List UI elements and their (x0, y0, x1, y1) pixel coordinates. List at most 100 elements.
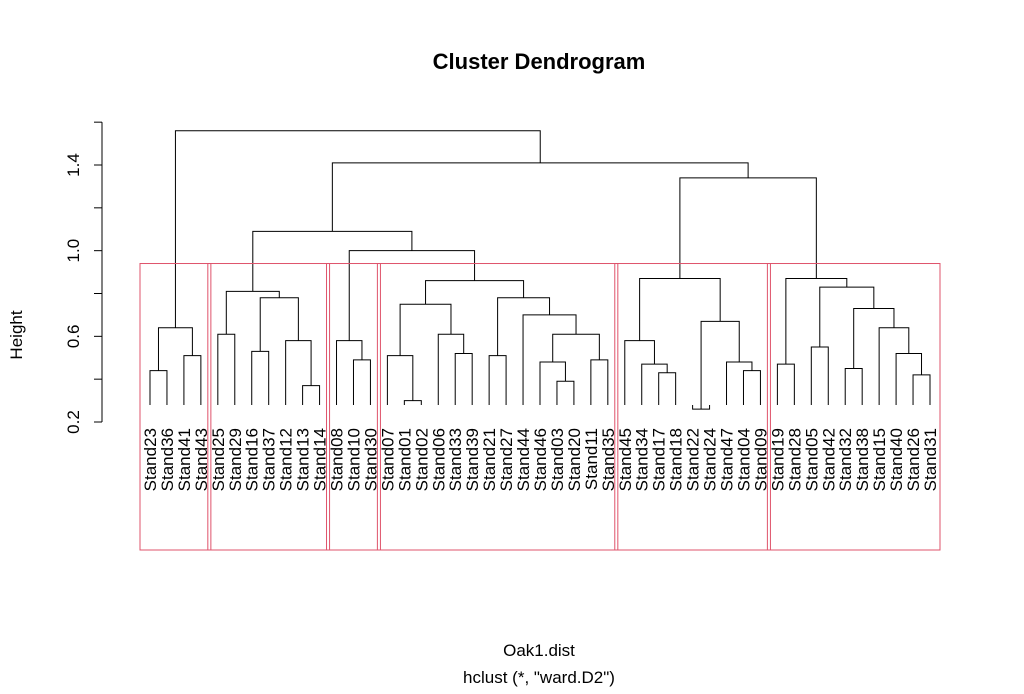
leaf-label: Stand38 (853, 428, 872, 491)
leaf-label: Stand04 (734, 428, 753, 491)
dendrogram-branch (488, 355, 507, 405)
dendrogram-branch (853, 307, 895, 369)
dendrogram-branch (776, 363, 795, 405)
leaf-label: Stand21 (480, 428, 499, 491)
y-tick-label: 0.6 (64, 325, 83, 349)
dendrogram-branch (174, 130, 541, 328)
dendrogram-branch (895, 352, 923, 405)
y-axis: 0.2 0.6 1.0 1.4 (64, 121, 103, 434)
dendrogram-branch (386, 355, 414, 405)
leaf-label: Stand18 (667, 428, 686, 491)
chart-title: Cluster Dendrogram (433, 49, 646, 74)
leaf-label: Stand30 (361, 428, 380, 491)
cluster-rectangles (139, 263, 941, 551)
leaf-label: Stand03 (548, 428, 567, 491)
cluster-rectangle (766, 263, 941, 551)
dendrogram-branch (454, 352, 473, 405)
dendrogram-branch (285, 340, 312, 405)
dendrogram-branch (639, 278, 721, 341)
cluster-rectangle (376, 263, 619, 551)
dendrogram-branch (302, 385, 321, 405)
dendrogram-branch (252, 230, 413, 292)
dendrogram-branch (522, 314, 577, 405)
leaf-label: Stand27 (497, 428, 516, 491)
leaf-label: Stand13 (294, 428, 313, 491)
dendrogram-branch (149, 370, 168, 405)
dendrogram-branch (403, 400, 422, 405)
dendrogram-branch (352, 359, 371, 405)
leaf-label: Stand43 (192, 428, 211, 491)
dendrogram-branch (437, 333, 465, 405)
dendrogram-branch (157, 327, 193, 371)
leaf-label: Stand20 (565, 428, 584, 491)
x-axis-title: Oak1.dist (503, 641, 575, 660)
y-tick-label: 1.4 (64, 153, 83, 177)
leaf-label: Stand19 (768, 428, 787, 491)
leaf-label: Stand46 (531, 428, 550, 491)
leaf-label: Stand23 (141, 428, 160, 491)
leaf-label: Stand36 (158, 428, 177, 491)
leaf-label: Stand32 (836, 428, 855, 491)
leaf-label: Stand24 (701, 428, 720, 491)
leaf-label: Stand05 (802, 428, 821, 491)
cluster-rectangle (139, 263, 212, 551)
leaf-label: Stand29 (226, 428, 245, 491)
leaf-label: Stand35 (599, 428, 618, 491)
leaf-label: Stand45 (616, 428, 635, 491)
dendrogram-branch (742, 370, 761, 405)
leaf-label: Stand09 (751, 428, 770, 491)
dendrogram-branch (539, 361, 566, 405)
leaf-label: Stand44 (514, 428, 533, 491)
dendrogram-branch (336, 340, 363, 405)
leaf-label: Stand22 (684, 428, 703, 491)
leaf-label: Stand06 (429, 428, 448, 491)
y-axis-title: Height (7, 310, 26, 359)
dendrogram-branch (425, 280, 525, 305)
dendrogram-branch (726, 361, 753, 405)
dendrogram-branch (810, 346, 829, 405)
leaf-label: Stand12 (277, 428, 296, 491)
leaf-label: Stand42 (819, 428, 838, 491)
dendrogram-branch (399, 303, 452, 356)
leaf-label: Stand26 (904, 428, 923, 491)
y-tick-label: 1.0 (64, 239, 83, 263)
leaf-label: Stand37 (260, 428, 279, 491)
chart-subtitle: hclust (*, "ward.D2") (463, 668, 615, 687)
dendrogram-branch (878, 327, 910, 405)
dendrogram-branch (819, 286, 875, 348)
leaf-label: Stand14 (311, 428, 330, 491)
y-tick-label: 0.2 (64, 410, 83, 434)
leaf-labels: Stand23Stand36Stand41Stand43Stand25Stand… (141, 428, 940, 491)
dendrogram-branch (259, 297, 299, 352)
leaf-label: Stand40 (887, 428, 906, 491)
dendrogram-branch (556, 380, 575, 405)
leaf-label: Stand11 (582, 428, 601, 490)
dendrogram-branch (331, 162, 749, 232)
dendrogram-branch (590, 359, 609, 405)
leaf-label: Stand28 (785, 428, 804, 491)
dendrogram-branch (217, 333, 236, 405)
leaf-label: Stand31 (921, 428, 940, 491)
leaf-label: Stand17 (650, 428, 669, 491)
leaf-label: Stand25 (209, 428, 228, 491)
leaf-label: Stand02 (412, 428, 431, 491)
dendrogram-branch (497, 297, 551, 356)
cluster-rectangle (326, 263, 381, 551)
dendrogram-branch (348, 250, 476, 341)
dendrogram-branch (785, 278, 848, 365)
dendrogram-branches (149, 130, 931, 410)
leaf-label: Stand47 (718, 428, 737, 491)
leaf-label: Stand10 (344, 428, 363, 491)
dendrogram-branch (641, 363, 668, 405)
leaf-label: Stand33 (446, 428, 465, 491)
dendrogram-branch (912, 374, 931, 405)
leaf-label: Stand39 (463, 428, 482, 491)
leaf-label: Stand34 (633, 428, 652, 491)
dendrogram-branch (183, 355, 202, 405)
leaf-label: Stand16 (243, 428, 262, 491)
leaf-label: Stand07 (378, 428, 397, 491)
cluster-rectangle (207, 263, 331, 551)
leaf-label: Stand01 (395, 428, 414, 491)
dendrogram-branch (658, 372, 677, 405)
